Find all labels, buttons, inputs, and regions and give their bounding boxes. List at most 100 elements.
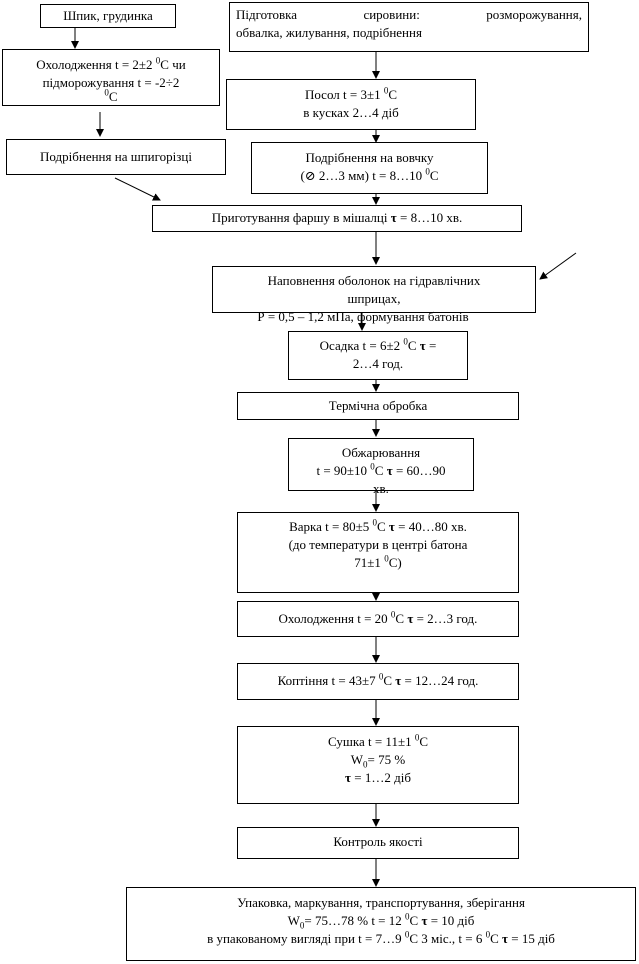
- packaging-line3-post: = 15 діб: [508, 931, 555, 946]
- drying-line2-pre: W: [350, 752, 364, 767]
- packaging-line3-mid2: С: [490, 931, 502, 946]
- roasting-line2-pre: t = 90±10: [316, 463, 371, 478]
- salting-line1-post: С: [388, 87, 398, 102]
- heat-treatment-label: Термічна обробка: [328, 398, 428, 413]
- packaging-line2-pre: W: [287, 913, 300, 928]
- tau-symbol: τ: [345, 770, 352, 785]
- degree-mark: 0: [372, 517, 378, 528]
- quality-control-label: Контроль якості: [333, 834, 423, 849]
- cooling2-post: = 2…3 год.: [413, 611, 478, 626]
- casing-filling-node: Наповнення оболонок на гідравлічних шпри…: [212, 266, 536, 324]
- degree-mark: 0: [414, 732, 420, 743]
- stuffing-prep-post: = 8…10 хв.: [396, 210, 463, 225]
- fat-chopping-label: Подрібнення на шпигорізці: [40, 149, 192, 164]
- packaging-node: Упаковка, маркування, транспортування, з…: [126, 887, 636, 961]
- drying-line1-post: С: [419, 734, 428, 749]
- boiling-line1-pre: Варка t = 80±5: [289, 519, 373, 534]
- drying-line3-post: = 1…2 діб: [351, 770, 411, 785]
- boiling-line3-pre: 71±1: [354, 555, 385, 570]
- casing-filling-line1: Наповнення оболонок на гідравлічних: [267, 273, 481, 288]
- drying-line1-pre: Сушка t = 11±1: [327, 734, 415, 749]
- tau-symbol: τ: [421, 913, 428, 928]
- degree-mark: 0: [384, 553, 389, 564]
- tau-symbol: τ: [395, 673, 402, 688]
- boiling-line1-mid: С: [377, 519, 389, 534]
- degree-mark: 0: [383, 85, 389, 96]
- salting-node: Посол t = 3±1 0С в кусках 2…4 діб: [226, 79, 476, 130]
- cooling2-mid: С: [395, 611, 408, 626]
- arrow-external-to-fill: [539, 252, 577, 280]
- roasting-line2-mid: С: [374, 463, 387, 478]
- degree-mark: 0: [370, 461, 375, 472]
- tau-symbol: τ: [390, 210, 397, 225]
- raw-fat-label: Шпик, грудинка: [63, 8, 153, 23]
- degree-mark: 0: [404, 929, 410, 940]
- smoking-node: Коптіння t = 43±7 0С τ = 12…24 год.: [237, 663, 519, 700]
- roasting-node: Обжарювання t = 90±10 0С τ = 60…90 хв.: [288, 438, 474, 496]
- cooling2-pre: Охолодження t = 20: [278, 611, 391, 626]
- tau-symbol: τ: [502, 931, 508, 946]
- stuffing-prep-pre: Приготування фаршу в мішалці: [211, 210, 391, 225]
- cooling-node: Охолодження t = 2±2 0С чи підморожування…: [2, 49, 220, 106]
- boiling-line3-post: С): [388, 555, 402, 570]
- smoking-post: = 12…24 год.: [401, 673, 479, 688]
- raw-prep-line2: обвалка, жилування, подрібнення: [236, 25, 422, 40]
- salting-line2: в кусках 2…4 діб: [303, 105, 399, 120]
- settling-line2: 2…4 год.: [352, 356, 404, 371]
- tau-symbol: τ: [388, 519, 395, 534]
- subscript-zero: 0: [299, 920, 305, 931]
- cooling2-node: Охолодження t = 20 0С τ = 2…3 год.: [237, 601, 519, 637]
- raw-prep-line1: Підготовка сировини: розморожування,: [236, 7, 582, 22]
- settling-line1-mid: С: [407, 338, 420, 353]
- mincing-node: Подрібнення на вовчку (⊘ 2…3 мм) t = 8…1…: [251, 142, 488, 194]
- drying-node: Сушка t = 11±1 0С W0= 75 % τ = 1…2 діб: [237, 726, 519, 804]
- settling-line1-post: =: [425, 338, 437, 353]
- degree-mark: 0: [405, 911, 410, 922]
- packaging-line3-pre: в упакованому вигляді при t = 7…9: [207, 931, 405, 946]
- degree-mark: 0: [104, 87, 109, 98]
- subscript-zero: 0: [363, 759, 368, 770]
- salting-line1-pre: Посол t = 3±1: [304, 87, 384, 102]
- raw-fat-node: Шпик, грудинка: [40, 4, 176, 28]
- tau-symbol: τ: [407, 611, 414, 626]
- cooling-line1-pre: Охолодження t = 2±2: [36, 57, 156, 72]
- degree-mark: 0: [155, 55, 161, 66]
- drying-line2-post: = 75 %: [367, 752, 406, 767]
- stuffing-prep-node: Приготування фаршу в мішалці τ = 8…10 хв…: [152, 205, 522, 232]
- settling-line1-pre: Осадка t = 6±2: [319, 338, 404, 353]
- cooling-line2: підморожування t = -2÷2: [42, 75, 180, 90]
- fat-chopping-node: Подрібнення на шпигорізці: [6, 139, 226, 175]
- degree-mark: 0: [378, 671, 384, 682]
- tau-symbol: τ: [386, 463, 393, 478]
- mincing-line2-pre: (⊘ 2…3 мм) t = 8…10: [300, 168, 426, 183]
- roasting-line1: Обжарювання: [341, 445, 421, 460]
- degree-mark: 0: [485, 929, 491, 940]
- degree-mark: 0: [403, 336, 408, 347]
- raw-prep-node: Підготовка сировини: розморожування, обв…: [229, 2, 589, 52]
- cooling-line1-post: С чи: [160, 57, 186, 72]
- packaging-line1: Упаковка, маркування, транспортування, з…: [237, 895, 525, 910]
- arrow-chop-to-mix: [114, 177, 161, 201]
- smoking-pre: Коптіння t = 43±7: [277, 673, 379, 688]
- heat-treatment-node: Термічна обробка: [237, 392, 519, 420]
- settling-node: Осадка t = 6±2 0С τ = 2…4 год.: [288, 331, 468, 380]
- boiling-line1-post: = 40…80 хв.: [394, 519, 467, 534]
- mincing-line1: Подрібнення на вовчку: [305, 150, 434, 165]
- smoking-mid: С: [383, 673, 396, 688]
- casing-filling-line3: Р = 0,5 – 1,2 мПа, формування батонів: [257, 309, 469, 324]
- tau-symbol: τ: [419, 338, 426, 353]
- casing-filling-line2: шприцах,: [347, 291, 401, 306]
- packaging-line2-mid2: С: [409, 913, 422, 928]
- packaging-line3-mid: С 3 міс., t = 6: [409, 931, 486, 946]
- packaging-line2-post: = 10 діб: [427, 913, 475, 928]
- boiling-node: Варка t = 80±5 0С τ = 40…80 хв. (до темп…: [237, 512, 519, 593]
- quality-control-node: Контроль якості: [237, 827, 519, 859]
- roasting-line2-post: = 60…90: [392, 463, 446, 478]
- roasting-line3: хв.: [373, 481, 389, 496]
- packaging-line2-mid: = 75…78 % t = 12: [304, 913, 406, 928]
- boiling-line2: (до температури в центрі батона: [288, 537, 468, 552]
- degree-mark: 0: [425, 166, 430, 177]
- degree-mark: 0: [390, 609, 396, 620]
- mincing-line2-post: С: [429, 168, 439, 183]
